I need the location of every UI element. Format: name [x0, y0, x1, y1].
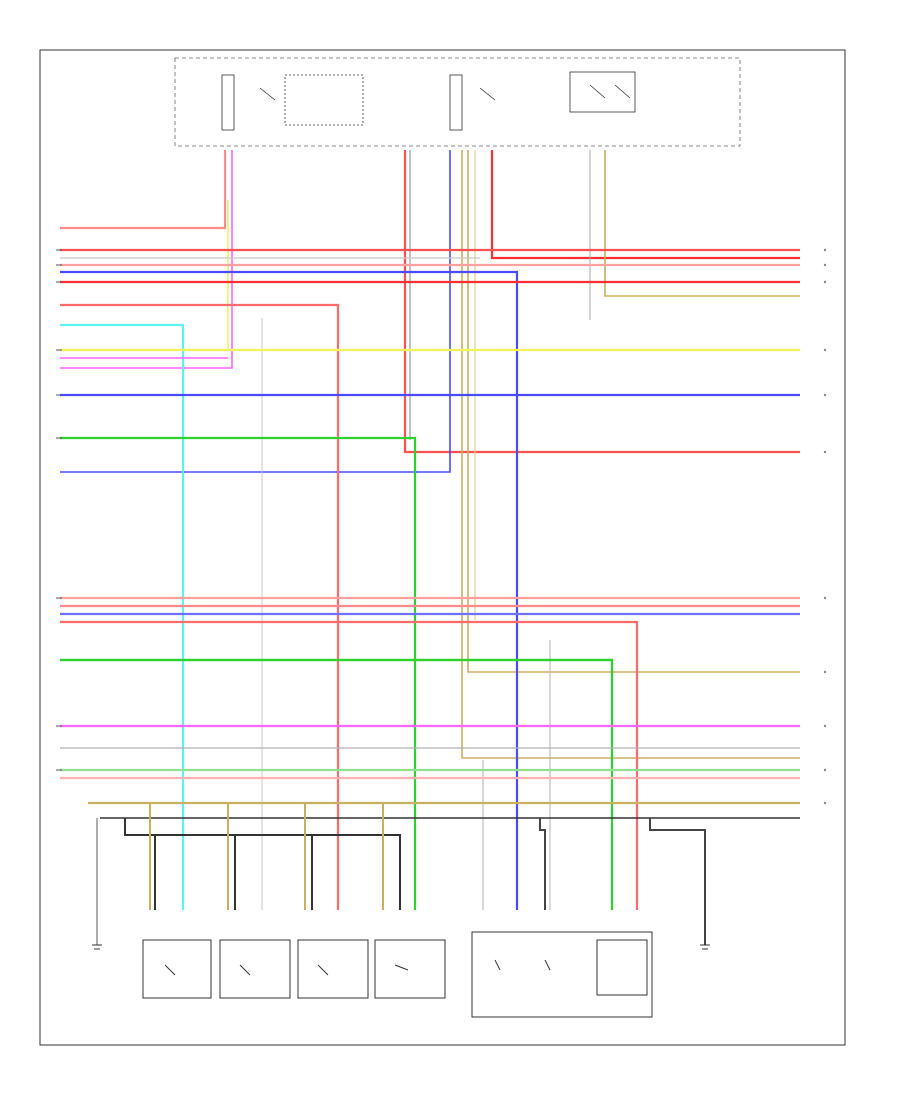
- wire-v-green-top: [405, 436, 417, 910]
- ground-symbol-left: [92, 944, 102, 950]
- ground-symbol-right: [700, 944, 710, 950]
- motor-bus: [96, 803, 706, 945]
- motor-2: [219, 939, 291, 999]
- sensor-group: [471, 931, 653, 1018]
- wire-v-red-top1: [403, 150, 800, 454]
- relay-box: [174, 57, 741, 147]
- wire-v-blue-mid: [60, 270, 519, 910]
- wire-v-red-2: [60, 303, 340, 910]
- wire-v-magenta: [60, 150, 233, 369]
- wire-v-pink-left: [60, 150, 227, 230]
- diagram-frame: [39, 49, 846, 1046]
- horizontal-wires: [60, 248, 800, 819]
- wire-v-green-mid: [60, 658, 614, 910]
- wire-v-tan-2: [467, 150, 800, 673]
- wire-v-tan-1: [461, 150, 800, 759]
- wire-v-cyan: [60, 323, 185, 910]
- left-pin-markers: [56, 249, 62, 771]
- motor-3: [297, 939, 369, 999]
- motor-4: [374, 939, 446, 999]
- wire-v-red-mid: [60, 620, 639, 910]
- right-pin-markers: [823, 248, 827, 805]
- wire-v-tan-right: [604, 150, 800, 297]
- relay-3: [569, 71, 636, 113]
- relay-2: [449, 74, 496, 131]
- wire-v-red-right: [490, 150, 800, 260]
- wire-v-blue-top: [60, 150, 451, 473]
- relay-1: [221, 74, 364, 131]
- motor-1: [142, 939, 212, 999]
